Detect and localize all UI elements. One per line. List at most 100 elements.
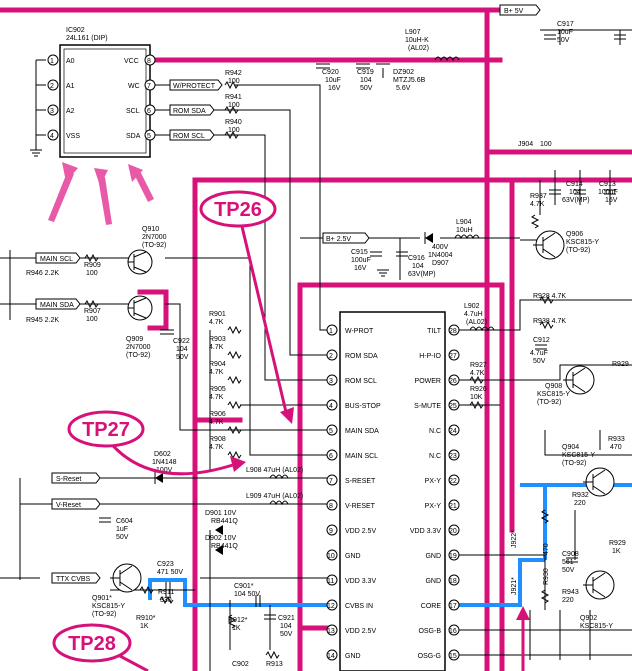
r905-ref: R905 [209, 386, 226, 393]
q906-package: (TO-92) [566, 247, 590, 254]
main-ic-pin-num: 21 [449, 503, 457, 510]
d602-voltage: 100V [156, 467, 173, 474]
annotation-arrow [119, 654, 149, 671]
transistors [110, 230, 615, 600]
c921-ref: C921 [278, 615, 295, 622]
r912-value: 1K [232, 625, 241, 632]
ic902-pin-num: 2 [50, 83, 54, 90]
c920-value: 10uF [325, 77, 341, 84]
tp27-callout: TP27 [67, 410, 145, 448]
r932-ref: R932 [572, 492, 589, 499]
l904-value: 10uH [456, 227, 473, 234]
power-b25v: B+ 2.5V [326, 236, 351, 243]
r933-ref: R933 [608, 436, 625, 443]
main-ic-pin-name: N.C [429, 428, 441, 435]
c913-voltage: 16V [605, 197, 618, 204]
main-ic-pin-num: 1 [329, 328, 333, 335]
main-ic-pin-name: CVBS IN [345, 603, 373, 610]
r942-ref: R942 [225, 70, 242, 77]
annotation-arrow [238, 217, 288, 413]
power-b5v: B+ 5V [504, 8, 524, 15]
tp28-callout: TP28 [52, 623, 132, 663]
main-ic-pin-name: ROM SCL [345, 378, 377, 385]
q906-part: KSC815-Y [566, 239, 599, 246]
r937-value: 4.7K [530, 201, 545, 208]
c902-ref: C902 [232, 661, 249, 668]
ic902-pin-name: SDA [126, 133, 141, 140]
dz902-part: MTZJ5.6B [393, 77, 426, 84]
annotation-arrow [94, 168, 112, 225]
j904-value: 100 [540, 141, 552, 148]
r929-right-ref: R929 [612, 361, 629, 368]
c917-voltage: 50V [557, 37, 570, 44]
r940-ref: R940 [225, 119, 242, 126]
c912-voltage: 50V [533, 358, 546, 365]
c913-ref: C913 [599, 181, 616, 188]
main-ic-pin-name: S-RESET [345, 478, 376, 485]
main-ic-right-pins: 28 27 26 25 24 23 22 21 20 19 18 17 16 1… [410, 324, 460, 661]
main-ic-pin-num: 14 [327, 653, 335, 660]
r907-value: 100 [86, 316, 98, 323]
q910-ref: Q910 [142, 226, 159, 233]
c908-ref: C908 [562, 551, 579, 558]
r901-ref: R901 [209, 311, 226, 318]
main-ic-pin-name: GND [425, 553, 441, 560]
l909-label: L909 47uH (AL02) [246, 493, 303, 500]
q909-ref: Q909 [126, 336, 143, 343]
net-tag-wprotect: W/PROTECT [173, 83, 216, 90]
main-ic-pin-num: 25 [449, 403, 457, 410]
ic902-pin-name: A0 [66, 58, 75, 65]
r909-value: 100 [86, 270, 98, 277]
main-ic-left-pins: 1 2 3 4 5 6 7 8 9 10 11 12 13 14 W-PROT … [326, 324, 381, 661]
net-tag-rom-scl: ROM SCL [173, 133, 205, 140]
c913-value: 100uF [598, 189, 618, 196]
r928-label: R928 4.7K [533, 293, 566, 300]
q902-part: KSC815-Y [580, 623, 613, 630]
r911-ref: R911 [158, 589, 174, 596]
tp26-callout: TP26 [199, 190, 277, 228]
ic902-pin-name: WC [128, 83, 140, 90]
r941-ref: R941 [225, 94, 242, 101]
c604-value: 1uF [116, 526, 128, 533]
main-ic-pin-num: 11 [327, 578, 334, 585]
r930-ref: R930 [543, 568, 550, 585]
r908-ref: R908 [209, 436, 226, 443]
l904-ref: L904 [456, 219, 472, 226]
main-ic-pin-num: 3 [329, 378, 333, 385]
c920-voltage: 16V [328, 85, 341, 92]
main-ic-pin-num: 10 [327, 553, 335, 560]
wiring [0, 29, 632, 671]
r929-ref: R929 [609, 540, 626, 547]
c914-voltage: 63V(MP) [562, 197, 590, 204]
ic902-pin-num: 5 [147, 133, 151, 140]
main-ic-pin-name: VDD 2.5V [345, 528, 376, 535]
main-ic-pin-name: PX-Y [425, 478, 442, 485]
main-ic-pin-num: 18 [449, 578, 457, 585]
l902-value: 4.7uH [464, 311, 483, 318]
main-ic-pin-name: H-P-IO [419, 353, 441, 360]
c922-ref: C922 [173, 338, 190, 345]
ic902-pin-num: 4 [50, 133, 54, 140]
r910-value: 1K [140, 623, 149, 630]
annotation-arrow [128, 164, 154, 202]
c604-voltage: 50V [116, 534, 129, 541]
ic902-pin-num: 8 [147, 58, 151, 65]
r913-ref: R913 [266, 661, 283, 668]
main-ic-pin-num: 15 [449, 653, 457, 660]
j921-ref: J921* [511, 577, 518, 595]
l907-code: (AL02) [408, 45, 429, 52]
c908-voltage: 50V [562, 567, 575, 574]
main-ic-pin-num: 27 [449, 353, 457, 360]
r933-value: 470 [610, 444, 622, 451]
d907-part: 1N4004 [428, 252, 453, 259]
c922-value: 104 [176, 346, 188, 353]
r926-ref: R926 [470, 386, 487, 393]
q908-package: (TO-92) [537, 399, 561, 406]
c917-ref: C917 [557, 21, 574, 28]
c919-ref: C919 [357, 69, 374, 76]
main-ic-pin-name: ROM SDA [345, 353, 378, 360]
r904-value: 4.7K [209, 369, 224, 376]
net-tag-v-reset: V-Reset [56, 502, 81, 509]
component-labels: R942 100 R941 100 R940 100 C920 10uF 16V… [26, 21, 629, 668]
